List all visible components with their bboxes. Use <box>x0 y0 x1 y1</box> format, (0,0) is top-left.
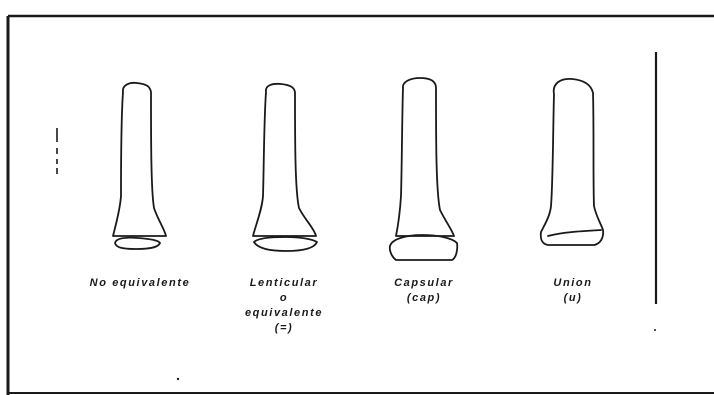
caption-union: Union(u) <box>493 276 653 306</box>
caption-line: (cap) <box>344 291 504 306</box>
speck-dot <box>654 329 656 331</box>
bone-union <box>541 79 603 245</box>
caption-line: Lenticular <box>204 276 364 291</box>
bone-lenticular <box>253 84 317 251</box>
caption-no-equivalente: No equivalente <box>60 276 220 291</box>
speck-dot <box>177 378 179 380</box>
caption-capsular: Capsular(cap) <box>344 276 504 306</box>
caption-line: Capsular <box>344 276 504 291</box>
caption-line: (=) <box>204 321 364 336</box>
caption-line: No equivalente <box>60 276 220 291</box>
bone-no-equivalente <box>113 83 166 249</box>
figure-frame <box>8 16 714 395</box>
caption-line: Union <box>493 276 653 291</box>
caption-line: (u) <box>493 291 653 306</box>
bone-capsular <box>390 78 457 260</box>
caption-line: o <box>204 291 364 306</box>
caption-line: equivalente <box>204 306 364 321</box>
